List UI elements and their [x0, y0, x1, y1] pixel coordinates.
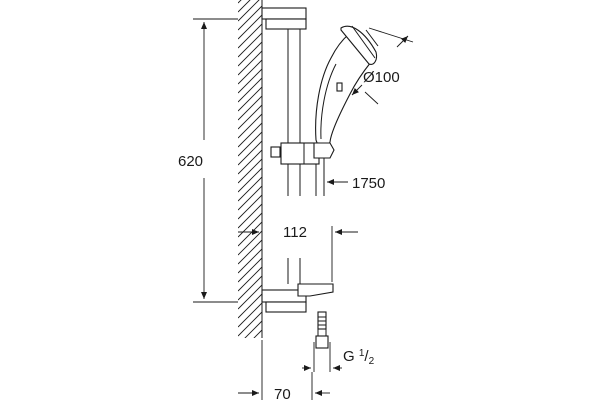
hatch-line	[238, 366, 262, 390]
hatch-line	[238, 149, 262, 175]
dimension-thread: G 1/2	[302, 342, 375, 372]
hatch-line	[238, 357, 262, 381]
hatch-line	[238, 59, 262, 85]
thread-label: G 1/2	[343, 348, 375, 367]
hatch-line	[238, 23, 262, 49]
hatch-line	[238, 68, 262, 94]
hatch-line	[238, 230, 262, 256]
hatch-line	[238, 32, 262, 58]
hatch-line	[238, 257, 262, 283]
hatch-line	[238, 86, 262, 112]
wall	[238, 0, 263, 390]
hatch-line	[238, 284, 262, 310]
hatch-line	[238, 95, 262, 121]
hatch-line	[238, 113, 262, 139]
thread-slash: /	[364, 348, 369, 365]
projection-label: 112	[283, 224, 307, 241]
bar-height-label: 620	[178, 153, 203, 170]
wall-offset-label: 70	[274, 386, 291, 400]
thread-numerator: 1	[359, 348, 365, 359]
thread-denominator: 2	[369, 356, 375, 367]
top-wall-bracket	[261, 7, 307, 30]
hand-shower	[315, 25, 379, 147]
hatch-line	[238, 266, 262, 292]
hatch-line	[238, 122, 262, 148]
hatch-line	[238, 203, 262, 229]
dimension-head-diameter: Ø100	[351, 27, 414, 105]
hatch-line	[238, 176, 262, 202]
hatch-line	[238, 194, 262, 220]
hatch-line	[238, 131, 262, 157]
shower-rail	[287, 29, 301, 284]
hatch-line	[238, 140, 262, 166]
hatch-line	[238, 158, 262, 184]
hatch-line	[238, 293, 262, 319]
hatch-line	[238, 239, 262, 265]
hatch-line	[238, 212, 262, 238]
hose-length-label: 1750	[352, 175, 385, 192]
hatch-line	[238, 339, 262, 363]
hatch-line	[238, 185, 262, 211]
hatch-line	[238, 77, 262, 103]
dimension-hose-length: 1750	[327, 175, 385, 192]
hatch-line	[238, 311, 262, 337]
slider-holder	[270, 142, 335, 165]
hatch-line	[253, 329, 262, 338]
hatch-line	[238, 275, 262, 301]
hatch-line	[238, 104, 262, 130]
hatch-line	[238, 50, 262, 76]
thread-main: G	[343, 348, 359, 365]
wall-hatching	[238, 0, 262, 390]
bottom-wall-bracket	[261, 283, 334, 313]
hose-connector	[315, 311, 329, 349]
dimension-wall-offset: 70	[238, 340, 330, 400]
hatch-line	[238, 167, 262, 193]
hatch-line	[238, 0, 260, 22]
dimension-projection: 112	[238, 224, 358, 282]
hatch-line	[244, 320, 262, 338]
hatch-line	[238, 41, 262, 67]
hatch-line	[238, 14, 262, 40]
head-diameter-label: Ø100	[363, 69, 400, 86]
hatch-line	[238, 0, 251, 13]
hatch-line	[238, 248, 262, 274]
hatch-line	[238, 348, 262, 372]
hatch-line	[238, 302, 262, 328]
dimension-bar-height: 620	[178, 18, 238, 303]
hatch-line	[238, 5, 262, 31]
hatch-line	[238, 221, 262, 247]
